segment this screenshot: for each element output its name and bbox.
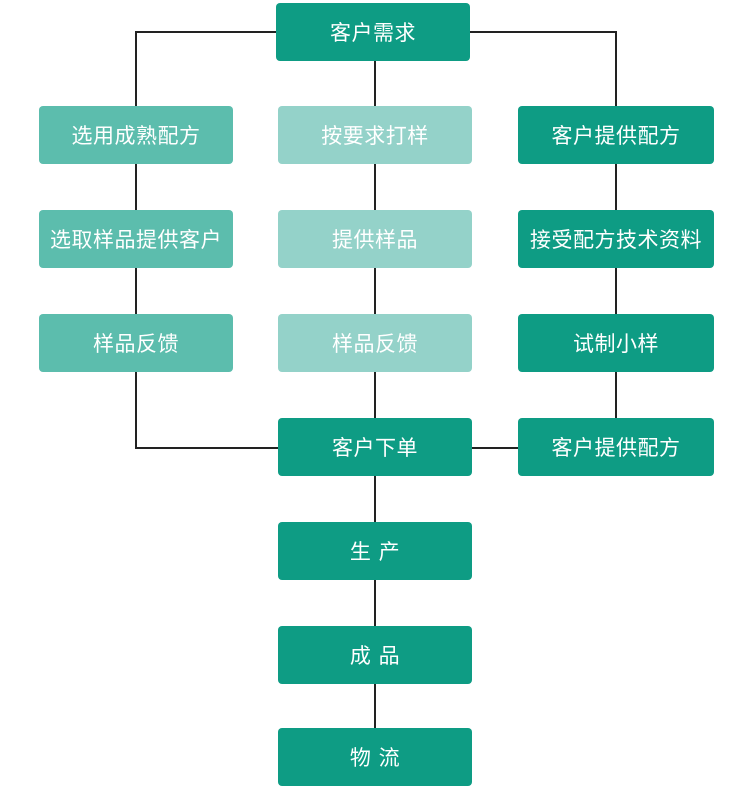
- node-label: 物 流: [349, 746, 401, 770]
- node-logistics: 物 流: [278, 728, 472, 786]
- connector-top-to-left: [135, 31, 276, 106]
- connector-top-to-right: [470, 31, 617, 106]
- node-label: 按要求打样: [321, 124, 429, 148]
- connector-left-to-order: [135, 372, 278, 449]
- node-left-provide-sample: 选取样品提供客户: [39, 210, 233, 268]
- node-label: 提供样品: [332, 228, 418, 252]
- node-right-trial-sample: 试制小样: [518, 314, 714, 372]
- node-center-provide-sample: 提供样品: [278, 210, 472, 268]
- node-label: 客户提供配方: [551, 124, 681, 148]
- node-finished-product: 成 品: [278, 626, 472, 684]
- node-left-select-formula: 选用成熟配方: [39, 106, 233, 164]
- node-label: 样品反馈: [93, 332, 179, 356]
- node-label: 生 产: [349, 540, 401, 564]
- node-center-make-sample: 按要求打样: [278, 106, 472, 164]
- node-label: 接受配方技术资料: [530, 228, 702, 252]
- node-label: 样品反馈: [332, 332, 418, 356]
- node-customer-demand: 客户需求: [276, 3, 470, 61]
- node-right-accept-tech-data: 接受配方技术资料: [518, 210, 714, 268]
- node-label: 选用成熟配方: [71, 124, 201, 148]
- node-center-sample-feedback: 样品反馈: [278, 314, 472, 372]
- node-label: 成 品: [349, 644, 401, 668]
- node-label: 客户提供配方: [551, 436, 681, 460]
- node-label: 试制小样: [573, 332, 659, 356]
- node-customer-order: 客户下单: [278, 418, 472, 476]
- node-right-customer-formula: 客户提供配方: [518, 106, 714, 164]
- node-label: 选取样品提供客户: [50, 228, 222, 252]
- node-right-customer-formula-2: 客户提供配方: [518, 418, 714, 476]
- node-label: 客户需求: [330, 21, 416, 45]
- node-label: 客户下单: [332, 436, 418, 460]
- node-left-sample-feedback: 样品反馈: [39, 314, 233, 372]
- node-production: 生 产: [278, 522, 472, 580]
